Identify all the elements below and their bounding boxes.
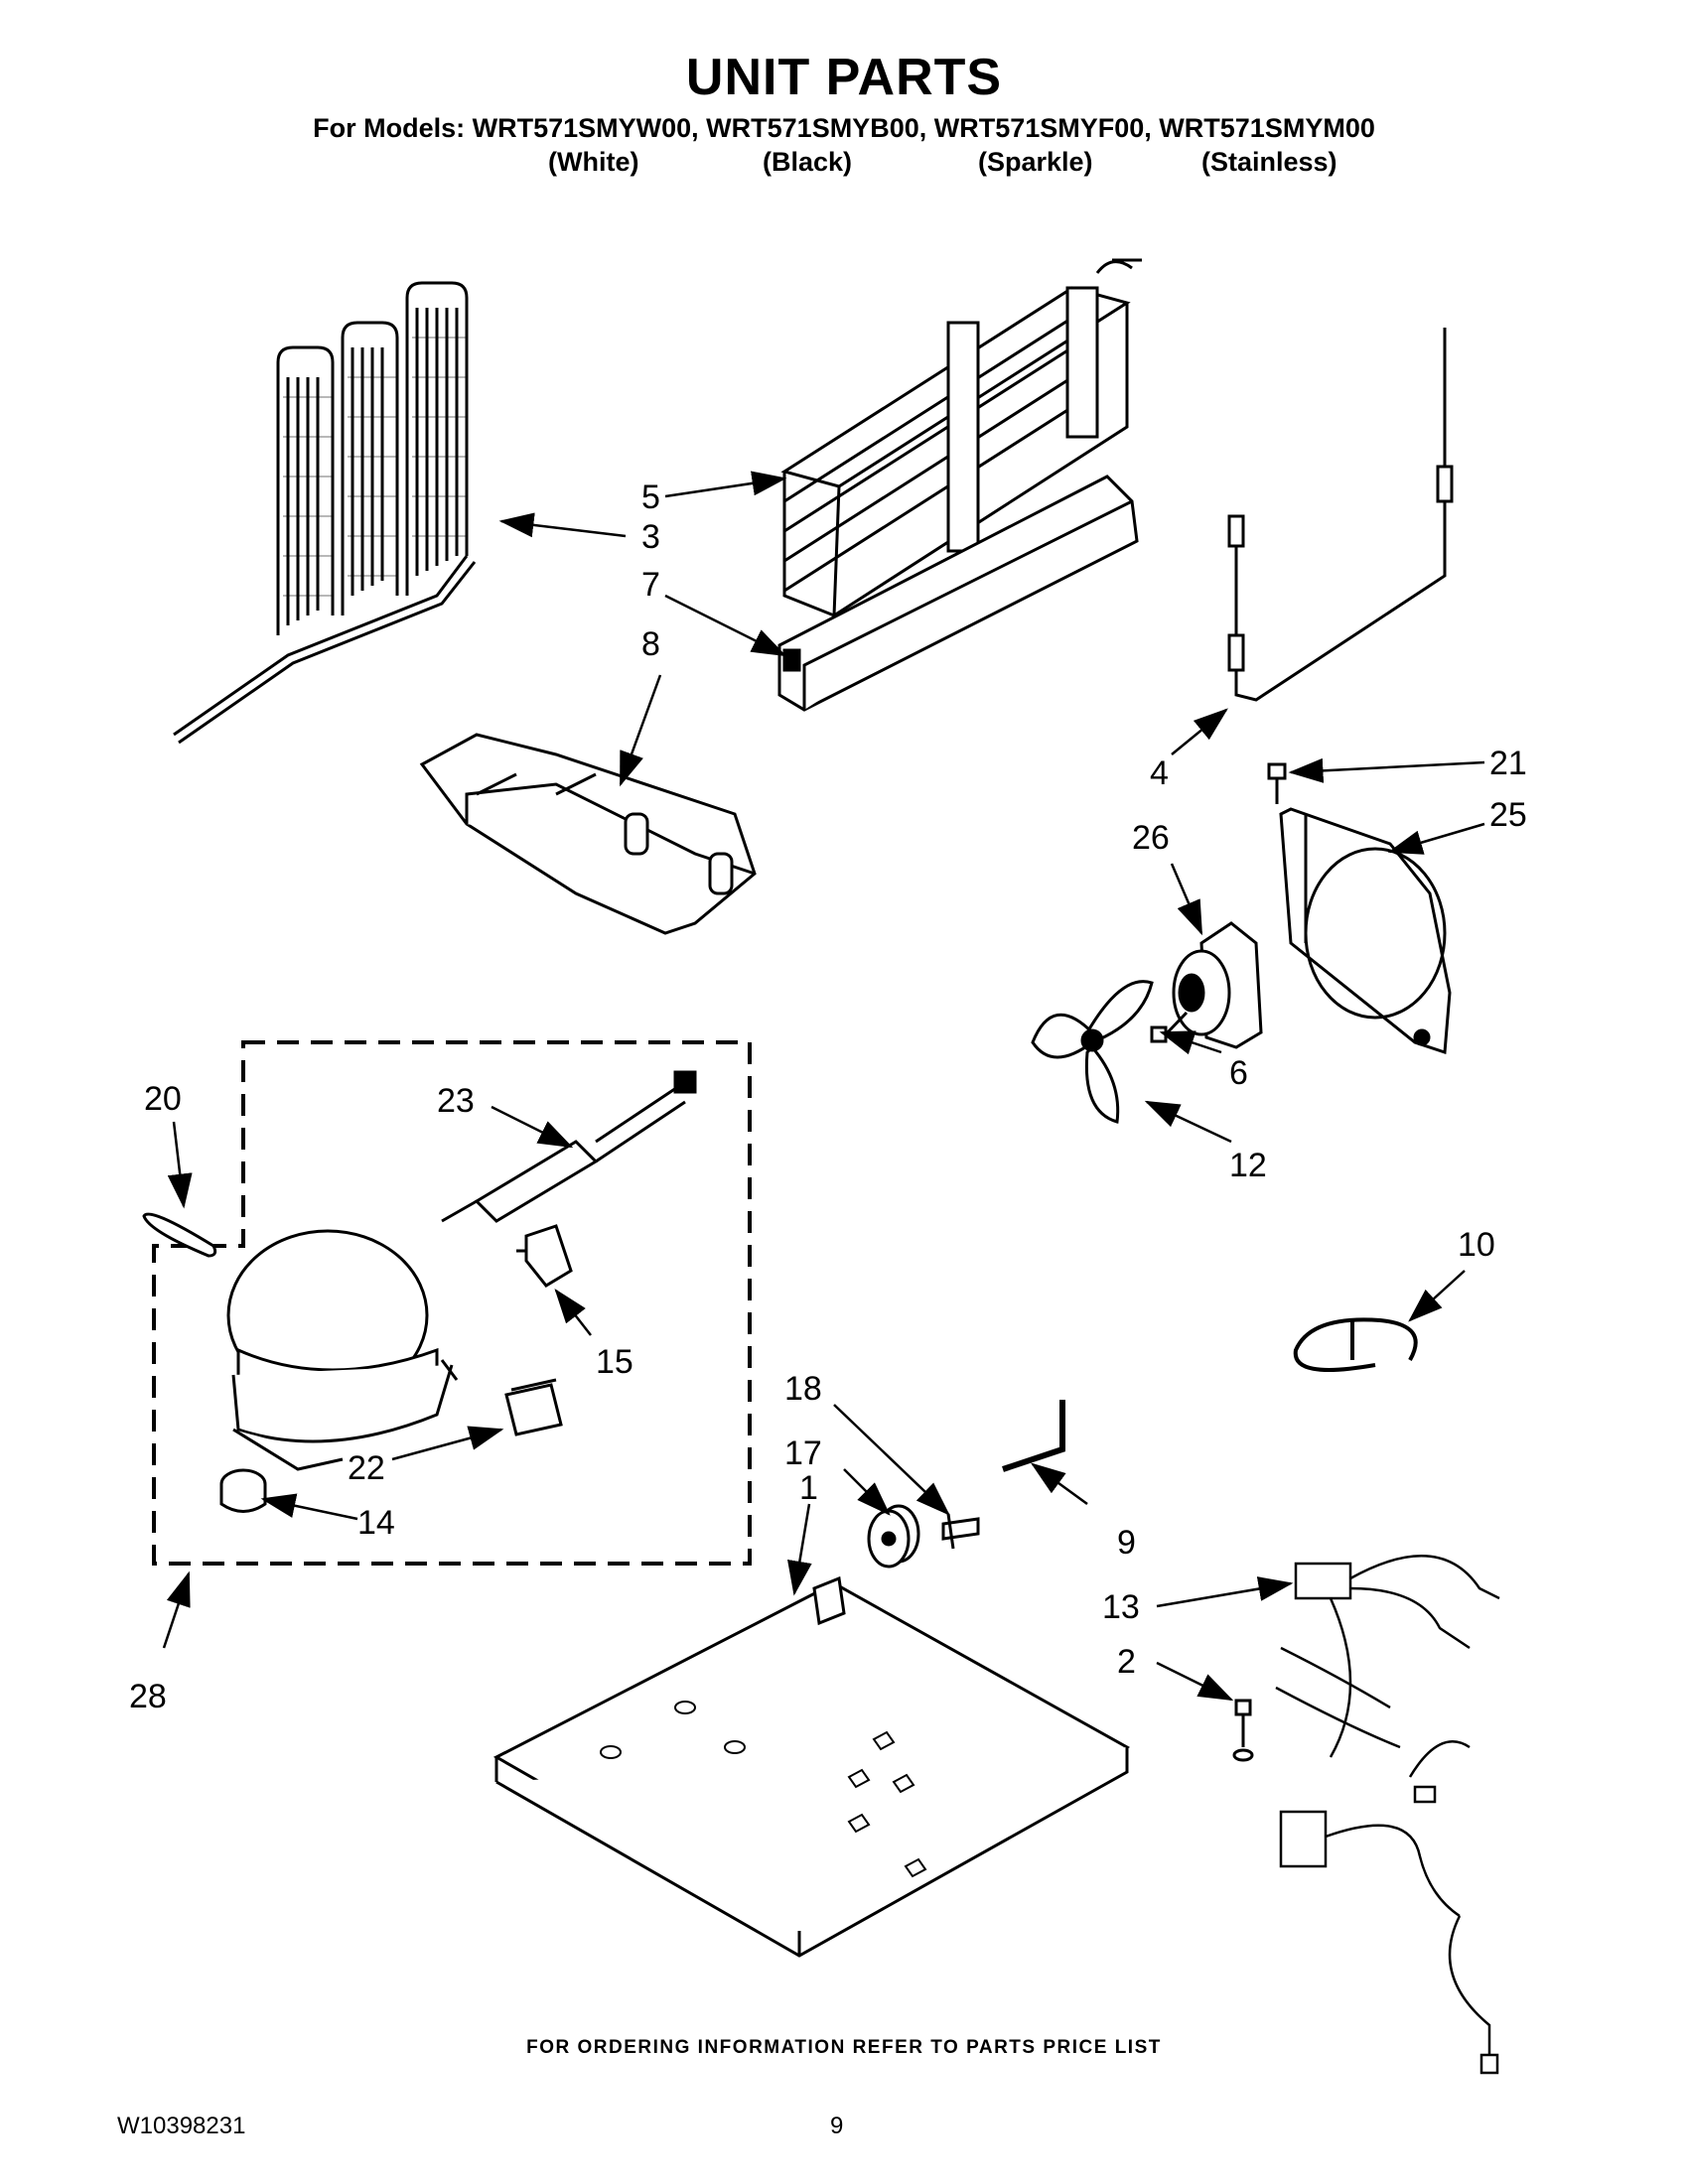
relay <box>516 1224 573 1288</box>
ground-screw <box>1232 1699 1254 1762</box>
grommet-14 <box>219 1468 267 1513</box>
callout-arrows <box>162 471 1485 1702</box>
wheel <box>867 1504 920 1569</box>
tube-10 <box>1293 1317 1418 1372</box>
callout-23: 23 <box>437 1082 475 1120</box>
page-number: 9 <box>830 2113 844 2139</box>
callout-14: 14 <box>357 1504 395 1542</box>
color-black: (Black) <box>763 147 853 177</box>
callout-1: 1 <box>799 1469 818 1507</box>
callout-15: 15 <box>596 1343 633 1381</box>
callout-8: 8 <box>641 625 660 663</box>
callout-3: 3 <box>641 518 660 556</box>
callout-28: 28 <box>129 1678 167 1715</box>
evaporator-cover <box>419 733 757 935</box>
thermostat-wire <box>1227 328 1454 702</box>
callout-18: 18 <box>784 1370 822 1408</box>
doc-number: W10398231 <box>117 2113 246 2139</box>
condenser-coil <box>173 281 477 745</box>
callout-5: 5 <box>641 478 660 516</box>
callout-10: 10 <box>1458 1226 1495 1264</box>
callout-4: 4 <box>1150 754 1169 792</box>
callout-25: 25 <box>1489 796 1527 834</box>
page-title: UNIT PARTS <box>685 49 1003 106</box>
fan-shroud <box>1279 807 1452 1055</box>
callout-12: 12 <box>1229 1147 1267 1184</box>
callout-9: 9 <box>1117 1524 1136 1562</box>
fan-motor <box>1172 921 1263 1049</box>
color-sparkle: (Sparkle) <box>978 147 1093 177</box>
tube-9 <box>1002 1400 1065 1472</box>
drain-tray <box>777 475 1139 712</box>
clip-20 <box>142 1212 217 1258</box>
callout-26: 26 <box>1132 819 1170 857</box>
axle <box>941 1513 980 1550</box>
models-line: For Models: WRT571SMYW00, WRT571SMYB00, … <box>313 113 1375 143</box>
callout-17: 17 <box>784 1434 822 1472</box>
callout-2: 2 <box>1117 1643 1136 1681</box>
color-white: (White) <box>548 147 639 177</box>
fan-blade <box>1031 980 1154 1124</box>
compressor <box>226 1229 459 1471</box>
screw-21 <box>1267 762 1287 804</box>
color-stainless: (Stainless) <box>1201 147 1337 177</box>
callout-7: 7 <box>641 566 660 604</box>
drier <box>441 1070 697 1223</box>
callout-21: 21 <box>1489 745 1527 782</box>
callout-13: 13 <box>1102 1588 1140 1626</box>
callout-20: 20 <box>144 1080 182 1118</box>
compressor-kit-box <box>152 1040 752 1566</box>
capacitor <box>504 1378 563 1436</box>
ordering-note: FOR ORDERING INFORMATION REFER TO PARTS … <box>526 2037 1162 2058</box>
callout-labels: 5 3 7 8 4 21 25 26 6 12 10 20 23 15 22 1… <box>129 478 1527 1715</box>
screw-6 <box>1150 1011 1189 1043</box>
callout-22: 22 <box>348 1449 385 1487</box>
callout-6: 6 <box>1229 1054 1248 1092</box>
evaporator <box>780 258 1142 618</box>
base-frame <box>492 1575 1131 1958</box>
wire-harness <box>1275 1555 1500 2075</box>
